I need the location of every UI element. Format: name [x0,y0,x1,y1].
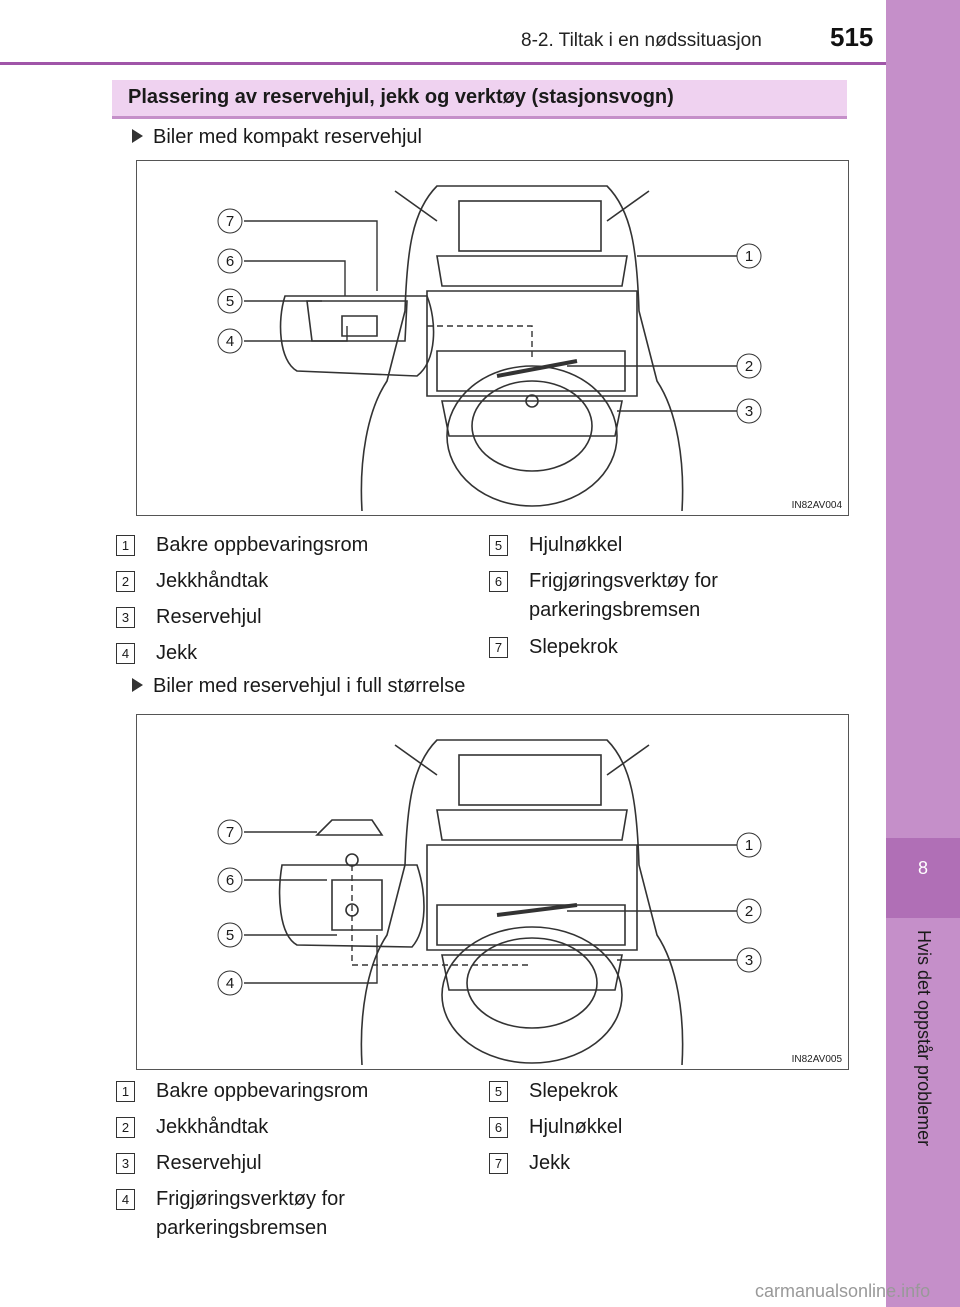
section-heading: Plassering av reservehjul, jekk og verkt… [112,80,847,119]
callout-1-label: 1 [745,248,753,265]
triangle-bullet-icon [132,128,143,143]
callout-2 [736,353,762,379]
callout-6 [217,248,243,274]
figure-code: IN82AV005 [791,1054,842,1065]
callout-7-label: 7 [226,213,234,230]
chapter-title: Hvis det oppstår problemer [914,930,934,1147]
callout-5 [217,922,243,948]
callout-6-label: 6 [226,872,234,889]
triangle-bullet-icon [132,677,143,692]
callout-3-label: 3 [745,952,753,969]
figure-code: IN82AV004 [791,500,842,511]
variant-title-compact: Biler med kompakt reservehjul [132,126,422,149]
callout-3 [736,398,762,424]
breadcrumb: 8-2. Tiltak i en nødssituasjon [521,30,762,51]
callout-4-label: 4 [226,975,234,992]
callout-3 [736,947,762,973]
callout-5-label: 5 [226,293,234,310]
callout-7-label: 7 [226,824,234,841]
callout-5-label: 5 [226,927,234,944]
callout-2 [736,898,762,924]
callout-5 [217,288,243,314]
variant-title-full-size: Biler med reservehjul i full størrelse [132,675,465,698]
chapter-side-tab[interactable]: 8 Hvis det oppstår problemer [886,0,960,1307]
figure-compact-spare: 7 6 5 4 1 2 3 IN82AV004 [136,160,849,516]
watermark: carmanualsonline.info [755,1281,931,1301]
cargo-illustration: 7 6 5 4 1 2 3 [217,739,762,1066]
chapter-number: 8 [917,858,928,878]
callout-7 [217,208,243,234]
figure-full-size-spare: 7 6 5 4 1 2 3 IN82AV005 [136,714,849,1070]
callout-7 [217,819,243,845]
callout-3-label: 3 [745,403,753,420]
callout-6-label: 6 [226,253,234,270]
callout-1 [736,832,762,858]
callout-1 [736,243,762,269]
callout-6 [217,867,243,893]
section-title: Plassering av reservehjul, jekk og verkt… [128,86,674,108]
header-rule [0,62,886,65]
callout-2-label: 2 [745,903,753,920]
page-number: 515 [830,22,874,52]
callout-4 [217,970,243,996]
cargo-illustration: 7 6 5 4 1 2 3 [217,185,762,512]
callout-4-label: 4 [226,333,234,350]
chapter-box [886,838,960,918]
callout-1-label: 1 [745,837,753,854]
callout-2-label: 2 [745,358,753,375]
callout-4 [217,328,243,354]
